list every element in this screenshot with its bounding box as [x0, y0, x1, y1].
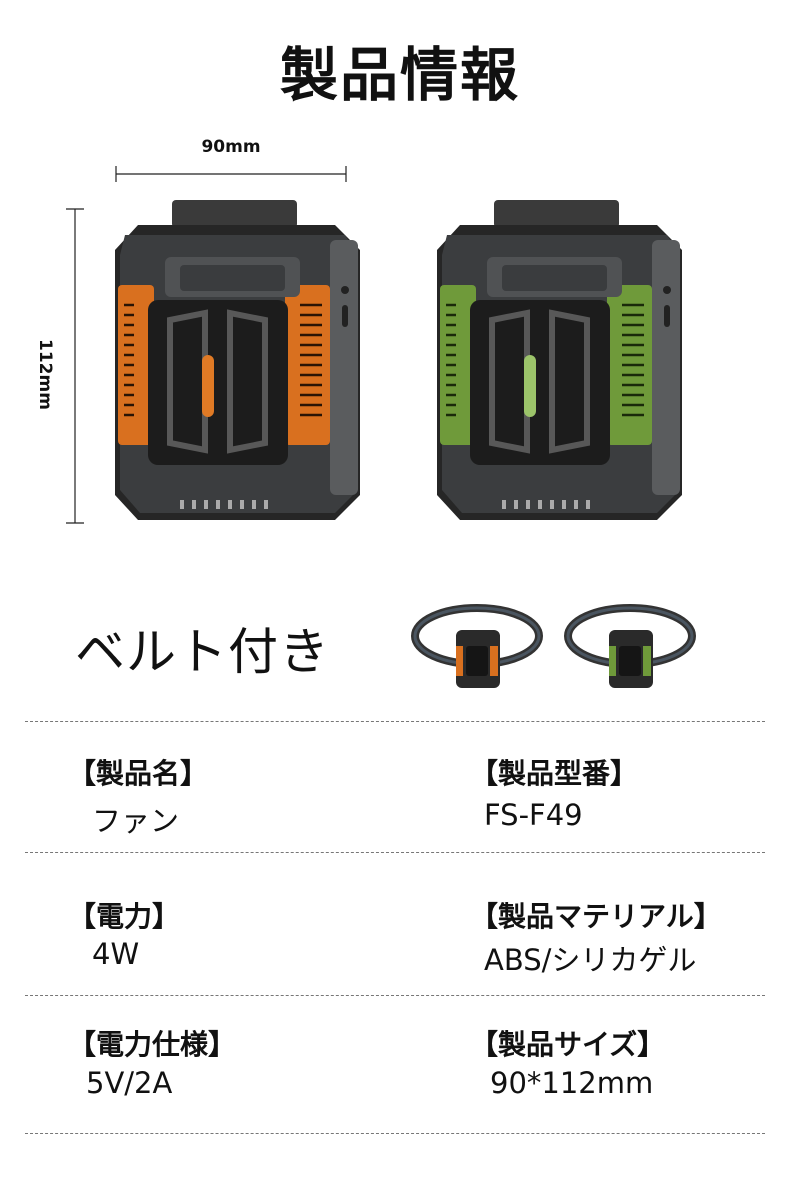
spec-value-power: 4W — [92, 937, 140, 971]
green-fan-with-belt-image — [564, 604, 696, 688]
orange-fan-with-belt-image — [411, 604, 543, 688]
spec-label-power-spec: 【電力仕様】 — [68, 1028, 237, 1061]
spec-label-material: 【製品マテリアル】 — [470, 900, 722, 933]
spec-value-product-name: ファン — [92, 804, 180, 838]
spec-value-power-spec: 5V/2A — [86, 1066, 173, 1100]
divider — [25, 995, 765, 996]
divider — [25, 1133, 765, 1134]
divider — [25, 721, 765, 722]
height-dimension-label: 112mm — [35, 339, 55, 410]
spec-value-material: ABS/シリカゲル — [484, 943, 697, 977]
height-dimension-line — [66, 208, 84, 524]
page-title: 製品情報 — [279, 41, 520, 109]
spec-label-product-name: 【製品名】 — [68, 757, 209, 790]
spec-value-model-number: FS-F49 — [484, 798, 583, 832]
divider — [25, 852, 765, 853]
orange-fan-image — [115, 200, 360, 520]
green-fan-image — [437, 200, 682, 520]
spec-label-power: 【電力】 — [68, 900, 181, 933]
spec-label-product-size: 【製品サイズ】 — [470, 1028, 666, 1061]
width-dimension-line — [115, 166, 347, 182]
spec-label-model-number: 【製品型番】 — [470, 757, 639, 790]
width-dimension-label: 90mm — [201, 137, 261, 157]
spec-value-product-size: 90*112mm — [490, 1066, 654, 1100]
belt-caption: ベルト付き — [75, 623, 330, 681]
